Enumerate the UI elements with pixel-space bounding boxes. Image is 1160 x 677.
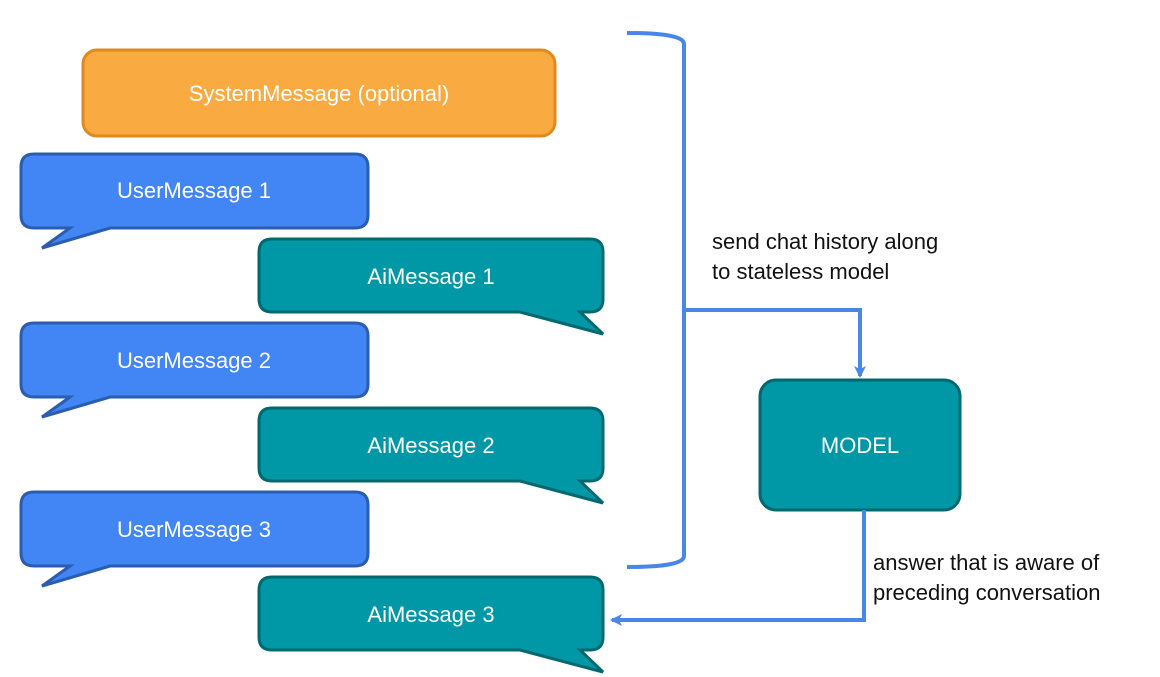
model-label: MODEL xyxy=(821,433,899,458)
ai-message-3-label: AiMessage 3 xyxy=(367,602,494,627)
ai-message-2-label: AiMessage 2 xyxy=(367,433,494,458)
ai-message-2-bubble xyxy=(257,406,605,505)
ai-message-3-bubble xyxy=(257,575,605,674)
send-note-line-1: send chat history along xyxy=(712,229,938,254)
user-message-1: UserMessage 1 xyxy=(19,152,370,250)
user-message-2-bubble xyxy=(19,321,370,419)
user-message-2: UserMessage 2 xyxy=(19,321,370,419)
user-message-2-label: UserMessage 2 xyxy=(117,348,271,373)
system-message-box xyxy=(81,48,557,138)
user-message-3-bubble xyxy=(19,490,370,588)
answer-arrow xyxy=(610,510,866,626)
user-message-1-label: UserMessage 1 xyxy=(117,178,271,203)
ai-message-3: AiMessage 3 xyxy=(257,575,605,674)
user-message-3-label: UserMessage 3 xyxy=(117,517,271,542)
send-note-line-2: to stateless model xyxy=(712,259,889,284)
system-message-label: SystemMessage (optional) xyxy=(189,81,449,106)
model-node: MODEL xyxy=(758,378,962,512)
ai-message-2: AiMessage 2 xyxy=(257,406,605,505)
answer-note-line-1: answer that is aware of xyxy=(873,550,1100,575)
user-message-3: UserMessage 3 xyxy=(19,490,370,588)
ai-message-1: AiMessage 1 xyxy=(257,237,605,336)
answer-note-line-2: preceding conversation xyxy=(873,580,1100,605)
user-message-1-bubble xyxy=(19,152,370,250)
ai-message-1-label: AiMessage 1 xyxy=(367,264,494,289)
ai-message-1-bubble xyxy=(257,237,605,336)
history-bracket xyxy=(626,31,686,569)
system-message: SystemMessage (optional) xyxy=(81,48,557,138)
send-history-arrow xyxy=(684,308,866,378)
model-box xyxy=(758,378,962,512)
